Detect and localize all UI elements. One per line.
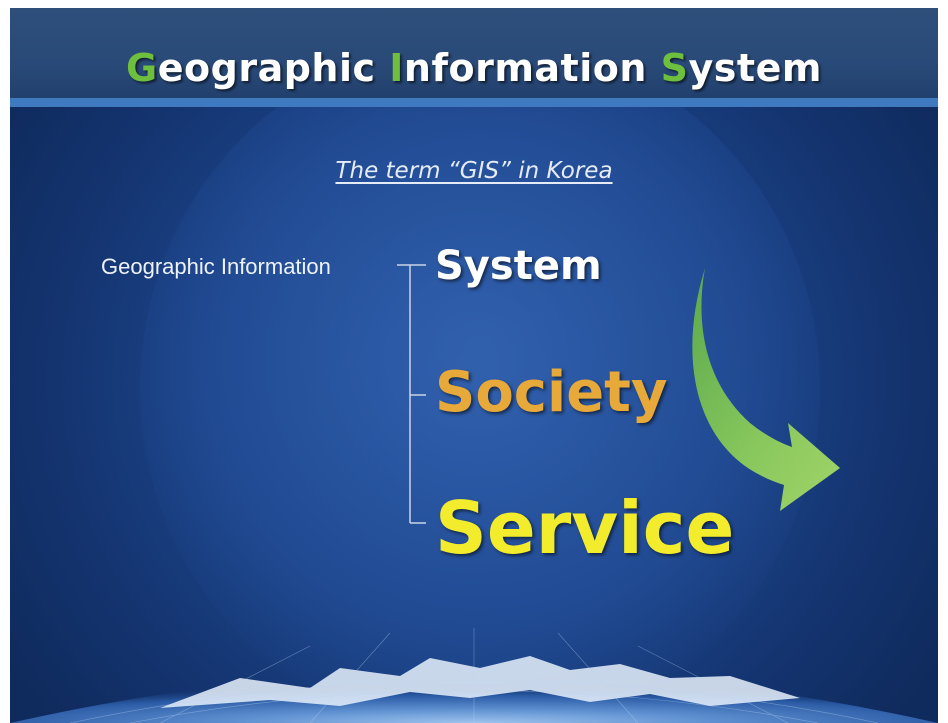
slide-title: Geographic Information System bbox=[10, 46, 938, 90]
title-rest-g: eographic bbox=[157, 46, 390, 90]
term-service: Service bbox=[435, 486, 735, 570]
term-system: System bbox=[435, 243, 602, 289]
title-rule bbox=[10, 98, 938, 107]
curved-arrow-icon bbox=[692, 268, 840, 511]
title-initial-i: I bbox=[389, 46, 404, 90]
title-band bbox=[10, 8, 938, 100]
title-rest-s: ystem bbox=[688, 46, 822, 90]
title-initial-g: G bbox=[126, 46, 158, 90]
geographic-information-label: Geographic Information bbox=[101, 254, 331, 279]
subtitle: The term “GIS” in Korea bbox=[335, 158, 613, 184]
bracket-connector bbox=[397, 264, 426, 524]
slide: Geographic Information System The term “… bbox=[10, 8, 938, 723]
title-rest-i: nformation bbox=[403, 46, 661, 90]
earth-surface bbox=[10, 628, 938, 723]
title-initial-s: S bbox=[660, 46, 689, 90]
term-society: Society bbox=[435, 360, 668, 425]
